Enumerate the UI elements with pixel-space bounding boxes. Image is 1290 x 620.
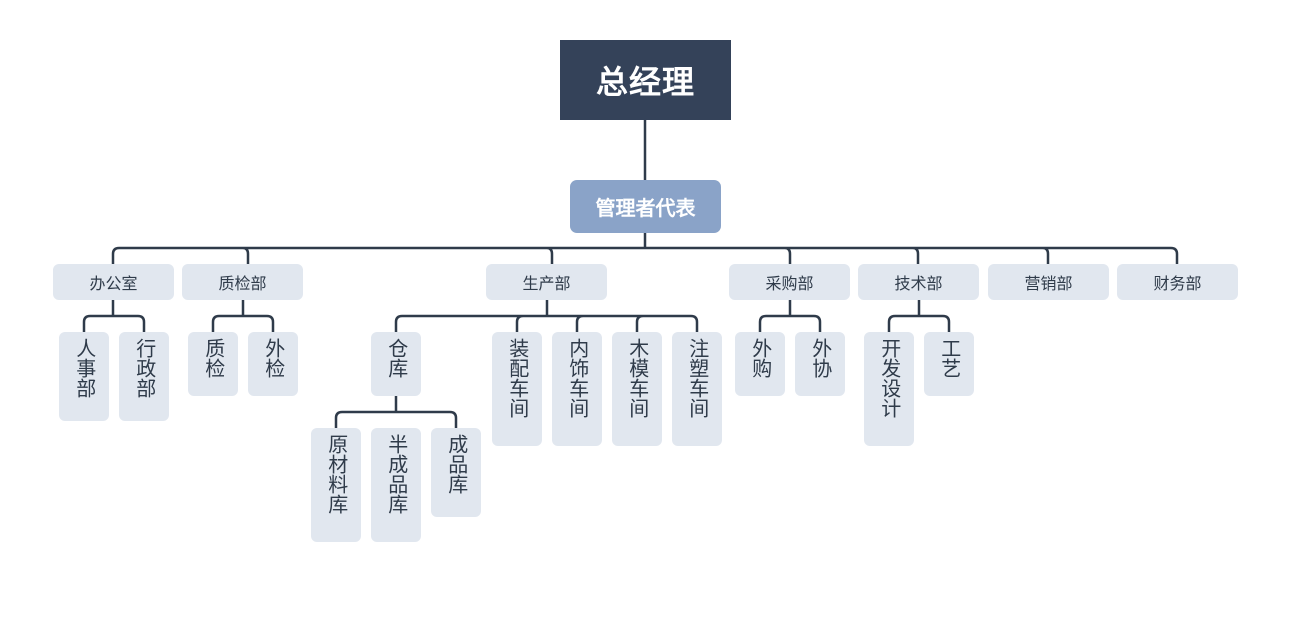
dept-production[interactable]: 生产部 (486, 264, 607, 300)
dept-finance[interactable]: 财务部 (1117, 264, 1238, 300)
sub-admin-label: 行政部 (132, 338, 157, 398)
sub-assembly-workshop[interactable]: 装配车间 (492, 332, 542, 446)
sub-hr[interactable]: 人事部 (59, 332, 109, 421)
sub-wood-mold-workshop[interactable]: 木模车间 (612, 332, 662, 446)
sub-semi-finished-store[interactable]: 半成品库 (371, 428, 421, 542)
sub-interior-workshop-label: 内饰车间 (565, 338, 590, 418)
sub-injection-workshop-label: 注塑车间 (685, 338, 710, 418)
sub-external-inspection[interactable]: 外检 (248, 332, 298, 396)
sub-quality-inspection[interactable]: 质检 (188, 332, 238, 396)
sub-injection-workshop[interactable]: 注塑车间 (672, 332, 722, 446)
connector-rep-departments (111, 231, 1179, 266)
dept-purchasing[interactable]: 采购部 (729, 264, 850, 300)
general-manager-node[interactable]: 总经理 (560, 40, 731, 120)
sub-warehouse[interactable]: 仓库 (371, 332, 421, 396)
dept-purchasing-label: 采购部 (765, 274, 814, 293)
sub-assembly-workshop-label: 装配车间 (505, 338, 530, 418)
sub-warehouse-label: 仓库 (384, 338, 409, 378)
connector-office (82, 298, 146, 334)
connector-purchasing (758, 298, 822, 334)
sub-raw-material-store-label: 原材料库 (324, 434, 349, 514)
management-representative-label: 管理者代表 (595, 196, 696, 220)
sub-outsourced-purchase[interactable]: 外购 (735, 332, 785, 396)
dept-quality-label: 质检部 (218, 274, 267, 293)
connector-quality (211, 298, 275, 334)
dept-marketing-label: 营销部 (1024, 274, 1073, 293)
connector-warehouse (334, 394, 458, 430)
dept-office-label: 办公室 (89, 274, 138, 293)
sub-outsourced-purchase-label: 外购 (748, 338, 773, 378)
sub-development-design[interactable]: 开发设计 (864, 332, 914, 446)
sub-external-inspection-label: 外检 (261, 338, 286, 378)
connector-tech (887, 298, 951, 334)
dept-quality[interactable]: 质检部 (182, 264, 303, 300)
management-representative-node[interactable]: 管理者代表 (570, 180, 721, 233)
sub-raw-material-store[interactable]: 原材料库 (311, 428, 361, 542)
sub-wood-mold-workshop-label: 木模车间 (625, 338, 650, 418)
dept-production-label: 生产部 (522, 274, 571, 293)
dept-finance-label: 财务部 (1153, 274, 1202, 293)
sub-semi-finished-store-label: 半成品库 (384, 434, 409, 514)
dept-marketing[interactable]: 营销部 (988, 264, 1109, 300)
sub-interior-workshop[interactable]: 内饰车间 (552, 332, 602, 446)
sub-quality-inspection-label: 质检 (201, 338, 226, 378)
sub-outsourced-cooperation-label: 外协 (808, 338, 833, 378)
sub-development-design-label: 开发设计 (877, 338, 902, 418)
dept-tech[interactable]: 技术部 (858, 264, 979, 300)
dept-tech-label: 技术部 (894, 274, 943, 293)
general-manager-label: 总经理 (595, 63, 695, 101)
sub-outsourced-cooperation[interactable]: 外协 (795, 332, 845, 396)
sub-hr-label: 人事部 (72, 338, 97, 398)
sub-admin[interactable]: 行政部 (119, 332, 169, 421)
dept-office[interactable]: 办公室 (53, 264, 174, 300)
sub-finished-store-label: 成品库 (444, 434, 469, 494)
sub-process-label: 工艺 (937, 338, 962, 378)
connector-production (394, 298, 699, 334)
sub-process[interactable]: 工艺 (924, 332, 974, 396)
sub-finished-store[interactable]: 成品库 (431, 428, 481, 517)
